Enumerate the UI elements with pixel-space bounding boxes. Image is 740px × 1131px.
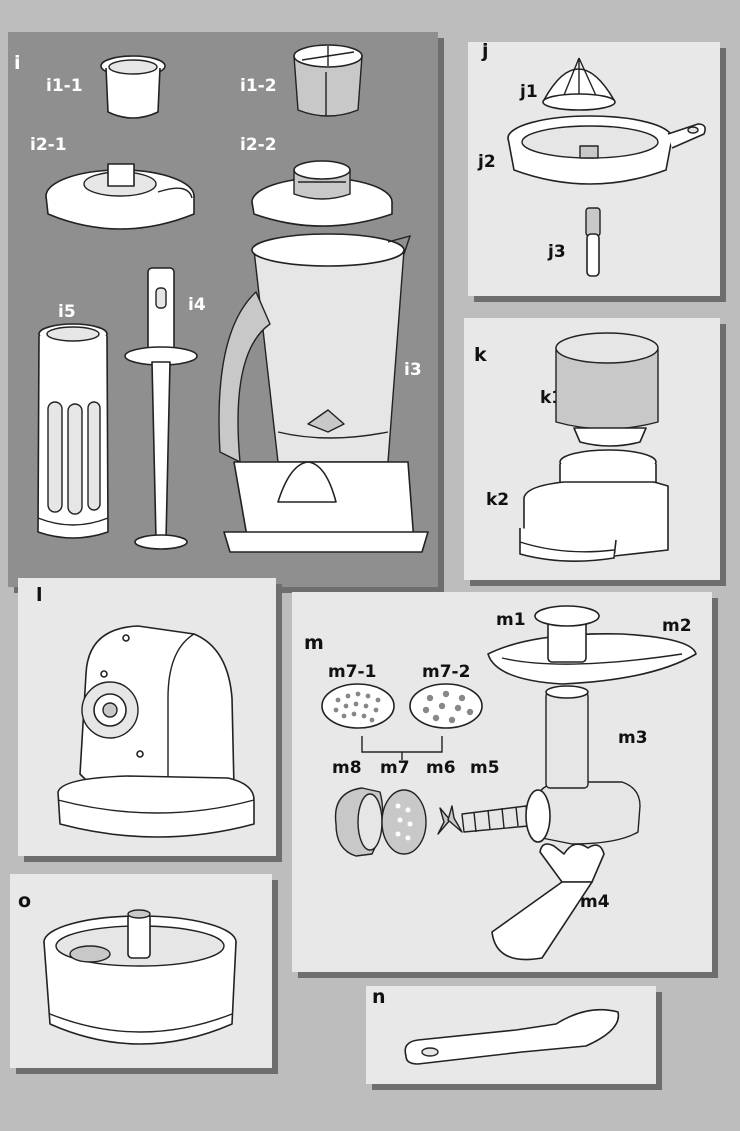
l-motor-hub-drawing: [58, 626, 254, 837]
k2-housing-drawing: [520, 450, 668, 561]
panel-l: l: [18, 578, 276, 856]
o-bowl-drawing: [44, 910, 236, 1044]
m3-main-body-drawing: [526, 686, 640, 844]
i5-strainer-tube-drawing: [38, 324, 108, 538]
i1-1-cup-drawing: [101, 56, 165, 118]
m8-ring-nut-drawing: [336, 788, 383, 856]
panel-n-drawing: [366, 986, 656, 1084]
i4-pusher-stick-drawing: [125, 268, 197, 549]
panel-m: m m1 m2 m3 m7-1 m7-2 m8 m7 m6 m5 m4: [292, 592, 712, 972]
panel-i-drawing: [8, 32, 438, 587]
m4-sausage-nozzle-drawing: [492, 844, 604, 960]
j3-shaft-drawing: [586, 208, 600, 276]
m6-blade-drawing: [438, 806, 462, 834]
panel-i: i i1-1 i1-2 i2-1 i2-2 i5 i4 i3: [8, 32, 438, 587]
m7-1-plate-drawing: [322, 684, 394, 728]
n-spatula-drawing: [405, 1010, 618, 1064]
panel-l-drawing: [18, 578, 276, 856]
panel-k-drawing: [464, 318, 720, 580]
j1-cone-drawing: [543, 58, 615, 110]
i1-2-pusher-drawing: [294, 45, 362, 116]
k1-container-drawing: [556, 333, 658, 446]
m5-auger-drawing: [462, 806, 528, 832]
i3-blender-jug-drawing: [219, 234, 428, 552]
m7-2-plate-drawing: [410, 684, 482, 728]
m2-tray-drawing: [488, 634, 696, 684]
panel-o: o: [10, 874, 272, 1068]
m7-bracket-drawing: [362, 736, 442, 760]
i2-1-lid-drawing: [46, 164, 194, 229]
m7-cutting-plate-drawing: [382, 790, 426, 854]
i2-2-lid-drawing: [252, 161, 392, 226]
panel-k: k k1 k2: [464, 318, 720, 580]
panel-j-drawing: [468, 42, 720, 296]
j2-bowl-drawing: [508, 116, 705, 184]
panel-j: j j1 j2 j3: [468, 42, 720, 296]
panel-n: n: [366, 986, 656, 1084]
panel-m-drawing: [292, 592, 712, 972]
panel-o-drawing: [10, 874, 272, 1068]
